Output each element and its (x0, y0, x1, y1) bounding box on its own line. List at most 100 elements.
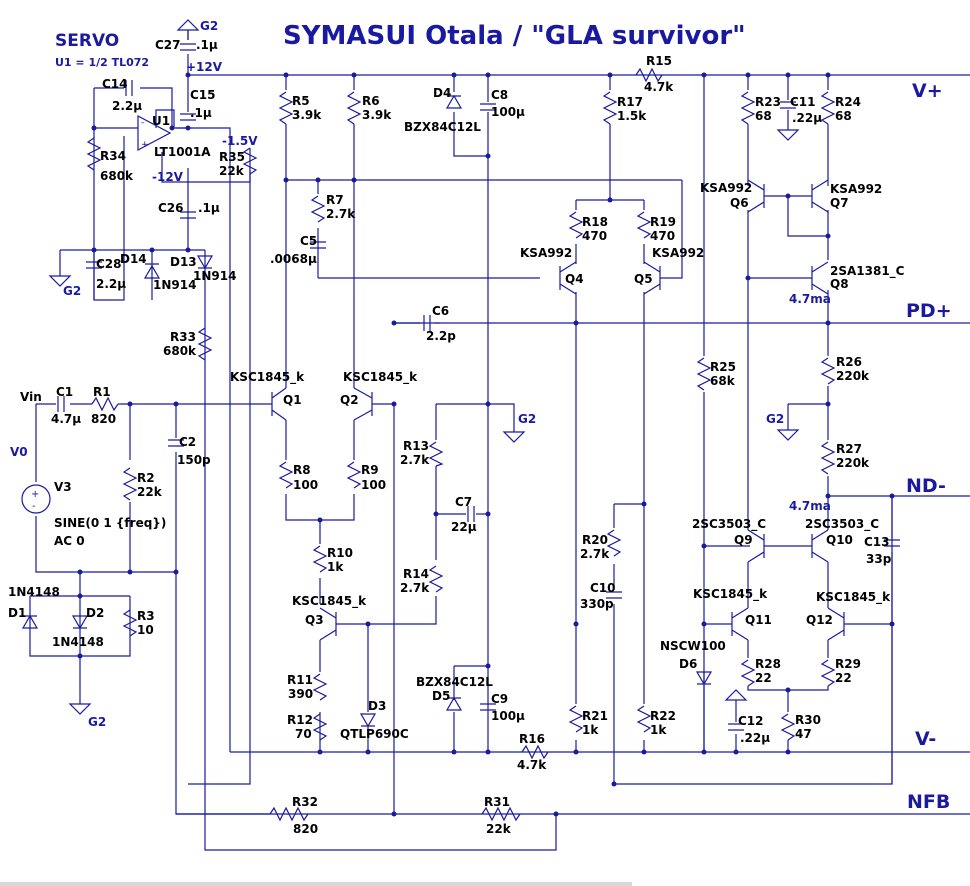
val-r26: 220k (836, 369, 870, 383)
val-q7: KSA992 (830, 182, 882, 196)
ref-q3: Q3 (305, 613, 324, 627)
ref-r13: R13 (403, 439, 429, 453)
val-u1: LT1001A (154, 145, 211, 159)
ref-r7: R7 (326, 193, 344, 207)
val-q5: KSA992 (652, 246, 704, 260)
wires (29, 30, 970, 851)
servo-note: U1 = 1/2 TL072 (55, 56, 149, 69)
val-c9: 100μ (491, 709, 525, 723)
ref-d2: D2 (86, 606, 104, 620)
ref-r12: R12 (287, 713, 313, 727)
ref-r35: R35 (219, 150, 245, 164)
val-r16: 4.7k (517, 758, 547, 772)
ref-u1: U1 (152, 114, 170, 128)
val-c13: 33p (866, 552, 892, 566)
ref-d13: D13 (170, 255, 197, 269)
svg-text:-: - (32, 501, 36, 512)
ref-v3: V3 (54, 480, 72, 494)
ref-r1: R1 (93, 385, 111, 399)
val-q8: 2SA1381_C (830, 264, 905, 279)
val-d3: QTLP690C (340, 727, 409, 741)
val-r31: 22k (486, 822, 512, 836)
schematic-title: SYMASUI Otala / "GLA survivor" (283, 21, 746, 51)
source-line1: SINE(0 1 {freq}) (54, 516, 166, 530)
ref-q8: Q8 (830, 277, 849, 291)
net-v0: V0 (10, 445, 28, 459)
val-r19: 470 (650, 229, 675, 243)
ref-r25: R25 (710, 360, 736, 374)
servo-label: SERVO (55, 31, 119, 51)
net-g2-bottom: G2 (88, 715, 106, 729)
component-labels: C27 .1μ C14 2.2μ C15 .1μ U1 LT1001A R34 … (8, 38, 905, 836)
val-r22: 1k (650, 723, 667, 737)
ref-q1: Q1 (283, 393, 302, 407)
val-r30: 47 (795, 727, 812, 741)
ref-c6: C6 (432, 304, 449, 318)
ref-r18: R18 (582, 215, 608, 229)
val-c8: 100μ (491, 105, 525, 119)
val-c10: 330p (580, 597, 614, 611)
ref-r26: R26 (836, 355, 862, 369)
val-q10: 2SC3503_C (805, 517, 879, 532)
ref-c13: C13 (864, 535, 890, 549)
ref-c10: C10 (590, 581, 616, 595)
ref-r9: R9 (361, 463, 379, 477)
net-vin: Vin (20, 390, 42, 404)
ref-q2: Q2 (340, 393, 359, 407)
ref-c27: C27 (155, 38, 181, 52)
val-d6: NSCW100 (660, 639, 726, 653)
net-minus12v: -12V (152, 170, 184, 184)
val-c6: 2.2p (426, 329, 456, 343)
svg-text:+: + (31, 489, 39, 500)
ref-r2: R2 (137, 471, 155, 485)
ref-q7: Q7 (830, 196, 849, 210)
ref-d4: D4 (433, 86, 451, 100)
ref-r28: R28 (755, 657, 781, 671)
ref-c7: C7 (455, 495, 472, 509)
rail-pdplus: PD+ (906, 300, 952, 322)
val-r23: 68 (755, 109, 772, 123)
ref-r3: R3 (137, 609, 155, 623)
ref-d6: D6 (679, 657, 697, 671)
val-r13: 2.7k (400, 453, 430, 467)
val-q2: KSC1845_k (343, 370, 418, 385)
ref-r24: R24 (835, 95, 861, 109)
ref-r34: R34 (100, 149, 126, 163)
ref-r20: R20 (582, 533, 608, 547)
ref-d14: D14 (120, 252, 147, 266)
symbols: - + (21, 19, 900, 822)
val-d4: BZX84C12L (404, 120, 481, 134)
val-r11: 390 (288, 687, 313, 701)
rail-vminus: V- (915, 728, 936, 750)
val-r14: 2.7k (400, 581, 430, 595)
val-r5: 3.9k (292, 108, 322, 122)
net-plus12v: +12V (186, 60, 223, 74)
ref-c8: C8 (491, 88, 508, 102)
ref-q10: Q10 (826, 533, 853, 547)
val-r32: 820 (293, 822, 318, 836)
svg-text:+: + (141, 140, 149, 150)
scroll-edge (0, 882, 632, 886)
val-r33: 680k (163, 344, 197, 358)
val-d13: 1N914 (193, 269, 236, 283)
val-d1: 1N4148 (8, 585, 60, 599)
ref-c9: C9 (491, 692, 508, 706)
ref-r27: R27 (836, 442, 862, 456)
val-r27: 220k (836, 456, 870, 470)
ref-c15: C15 (190, 88, 216, 102)
ref-d3: D3 (368, 699, 386, 713)
val-r20: 2.7k (580, 547, 610, 561)
val-r2: 22k (137, 485, 163, 499)
val-q11: KSC1845_k (693, 587, 768, 602)
ref-d1: D1 (8, 606, 26, 620)
rail-vplus: V+ (912, 80, 943, 102)
val-q4: KSA992 (520, 246, 572, 260)
net-current-q8: 4.7ma (789, 292, 831, 306)
val-c26: .1μ (198, 201, 220, 215)
val-c7: 22μ (451, 520, 477, 534)
val-r10: 1k (327, 560, 344, 574)
opamp-u1 (137, 115, 172, 151)
val-c27: .1μ (196, 38, 218, 52)
ref-q4: Q4 (565, 272, 584, 286)
